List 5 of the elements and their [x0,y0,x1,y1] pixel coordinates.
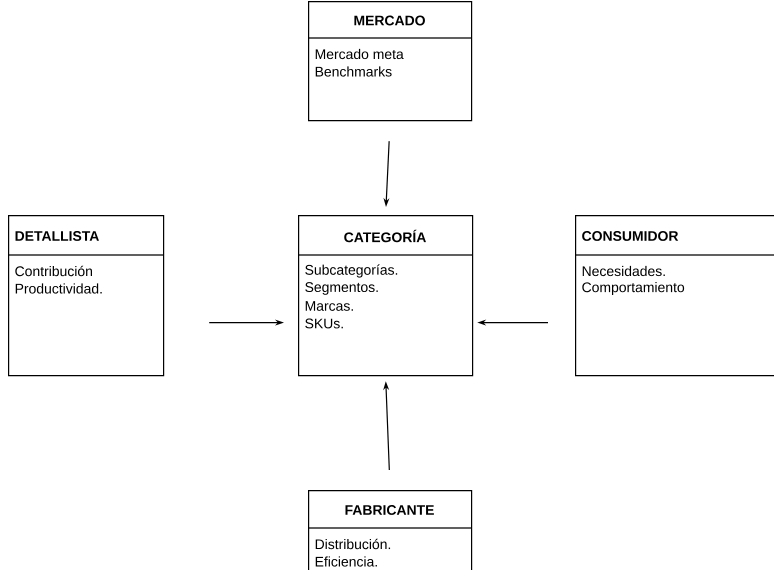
box: MERCADO Mercado meta Benchmarks [308,1,472,122]
box: DETALLISTA Contribución Productividad. [8,215,164,376]
box: CATEGORÍA Subcategorías. Segmentos. Marcas. SKUs. [298,215,474,376]
box: FABRICANTE Distribución. Eficiencia. [308,490,472,570]
box: CONSUMIDOR Necesidades. Comportamiento [575,215,774,376]
